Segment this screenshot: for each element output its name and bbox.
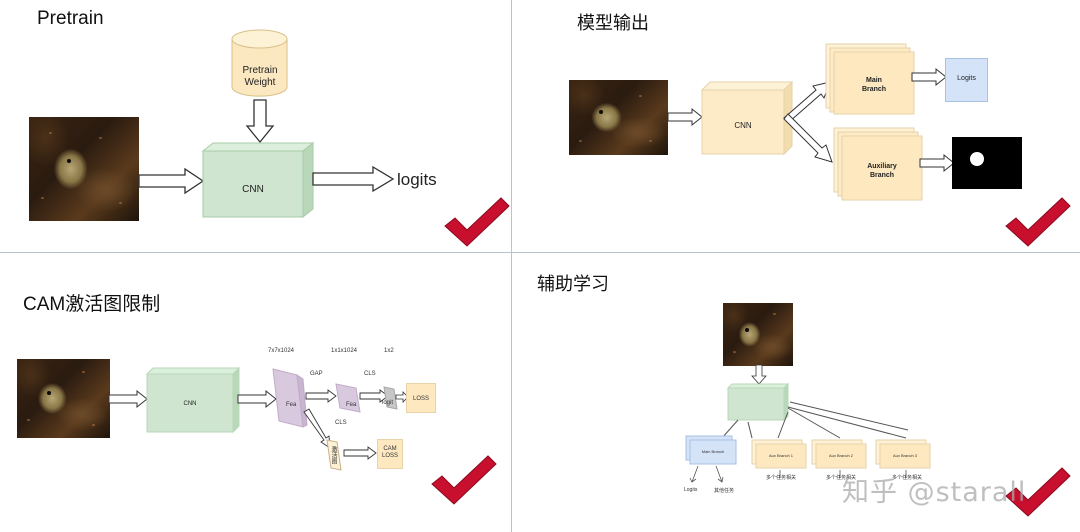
aux-branch-1-label: Aux Branch 1: [768, 453, 793, 458]
arrow-right-icon: [359, 389, 389, 403]
main-branch-label-line2: Branch: [861, 86, 887, 93]
arrow-right-icon: [305, 389, 337, 403]
arrow-right-icon: [395, 391, 409, 403]
cam-loss-label: CAM LOSS: [377, 446, 403, 460]
check-mark-icon: [444, 197, 510, 247]
check-mark-icon: [1005, 197, 1071, 247]
pretrain-weight-label: Pretrain Weight: [230, 65, 290, 89]
cnn-label: CNN: [734, 121, 752, 130]
cnn-block: [726, 382, 790, 422]
cnn-block: [700, 80, 794, 156]
main-branch-block: [685, 435, 737, 465]
watermark: 知乎 @starall: [842, 477, 1027, 508]
main-branch-label: Main Branch: [834, 76, 914, 94]
aux-branch-3-label: Aux Branch 3: [892, 453, 917, 458]
panel-title-aux-learning: 辅助学习: [537, 274, 609, 294]
arrow-down-icon: [245, 99, 275, 144]
cnn-label: CNN: [242, 184, 264, 195]
auxiliary-branch-label-line1: Auxiliary: [867, 163, 897, 170]
aux-branch-2-label: Aux Branch 2: [828, 453, 853, 458]
auxiliary-branch-label-line2: Branch: [869, 172, 895, 179]
check-mark-icon: [431, 455, 497, 505]
arrow-right-icon: [343, 446, 377, 460]
mouse-image: [723, 303, 793, 366]
aux-branch-2-block: [811, 439, 867, 469]
cam-loss-box: [377, 439, 403, 469]
logit-block: [383, 386, 398, 410]
heatmap-label: 激活图: [330, 446, 336, 464]
check-mark-icon: [1005, 467, 1071, 517]
pooled-dim-label: 1x1x1024: [331, 348, 358, 354]
main-branch-label-line1: Main: [866, 77, 882, 84]
main-output-2-label: 其他任务: [714, 488, 735, 494]
loss-label: LOSS: [412, 396, 429, 402]
output-arrows: [689, 465, 907, 483]
cnn-block: [145, 366, 241, 434]
cls-label: CLS: [364, 371, 376, 377]
panel-title-pretrain: Pretrain: [37, 8, 104, 29]
pooled-feature-label: Fea: [346, 402, 357, 408]
aux-branch-1-block: [751, 439, 807, 469]
aux-branch-3-block: [875, 439, 931, 469]
pretrain-weight-label-line2: Weight: [244, 77, 276, 88]
main-branch-block: [825, 43, 915, 115]
gap-label: GAP: [310, 371, 323, 377]
cam-loss-label-line2: LOSS: [381, 453, 398, 459]
segmentation-mask: [952, 137, 1022, 189]
arrow-right-icon: [919, 153, 955, 173]
arrow-right-icon: [108, 389, 148, 409]
arrow-right-icon: [783, 113, 833, 163]
cam-loss-label-line1: CAM: [383, 446, 397, 452]
mouse-image: [569, 80, 668, 155]
aux-output-3-label: 多个任务相关: [892, 475, 923, 481]
feature-map-label: Fea: [286, 402, 297, 408]
arrow-right-icon: [237, 389, 277, 409]
panel-divider-vertical: [511, 0, 512, 532]
logits-box: [945, 58, 988, 102]
cls-label: CLS: [335, 420, 347, 426]
panel-divider-horizontal: [0, 252, 1080, 253]
mouse-image: [29, 117, 139, 221]
cnn-label: CNN: [183, 401, 197, 407]
mouse-image: [17, 359, 110, 438]
logits-label: logits: [397, 170, 437, 189]
aux-output-2-label: 多个任务相关: [826, 475, 857, 481]
arrow-right-icon: [911, 67, 947, 87]
main-branch-label: Main Branch: [701, 449, 725, 454]
logit-label: logit: [382, 400, 394, 406]
auxiliary-branch-label: Auxiliary Branch: [842, 162, 922, 180]
pooled-feature-block: [335, 383, 361, 413]
logits-box-label: Logits: [957, 75, 976, 82]
arrow-right-icon: [138, 167, 205, 195]
aux-output-1-label: 多个任务相关: [766, 475, 797, 481]
loss-box: [406, 383, 436, 413]
pretrain-weight-cylinder: [231, 29, 288, 97]
panel-title-model-output: 模型输出: [577, 13, 649, 33]
heatmap-block: [326, 439, 342, 471]
arrow-right-icon: [312, 165, 395, 193]
panel-title-cam: CAM激活图限制: [23, 294, 161, 315]
pretrain-weight-label-line1: Pretrain: [242, 65, 278, 76]
feature-map-block: [272, 368, 308, 428]
auxiliary-branch-block: [833, 127, 923, 201]
branch-arrows: [721, 401, 909, 439]
main-output-1-label: Logits: [684, 487, 698, 493]
arrow-down-icon: [751, 364, 767, 385]
output-dim-label: 1x2: [384, 348, 394, 354]
cnn-block: [201, 141, 315, 219]
feature-dim-label: 7x7x1024: [268, 348, 295, 354]
arrow-right-icon: [667, 107, 703, 127]
